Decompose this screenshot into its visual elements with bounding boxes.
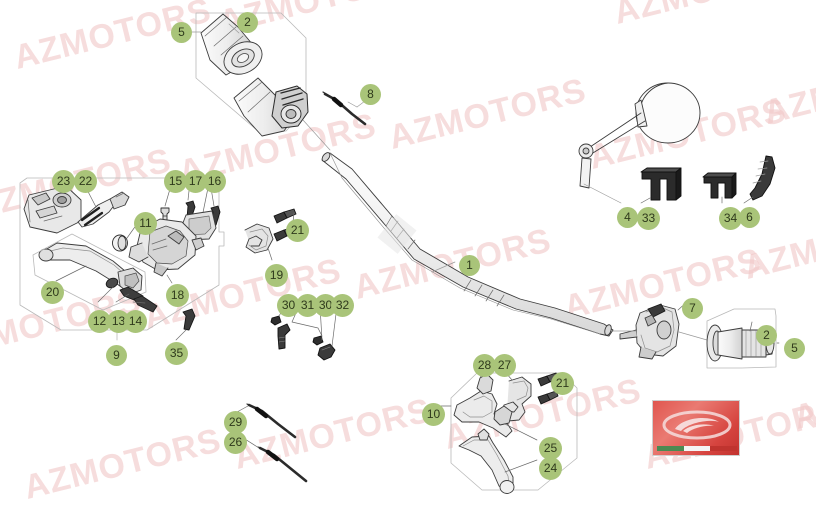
callout-badge-2[interactable]: 2: [237, 12, 258, 33]
leader-lines-left-grip: [191, 23, 331, 151]
callout-badge-23[interactable]: 23: [52, 170, 75, 193]
callout-badge-1[interactable]: 1: [459, 255, 480, 276]
part-1-handlebar: [321, 152, 614, 337]
part-30-b: [312, 335, 324, 346]
callout-badge-20[interactable]: 20: [41, 281, 64, 304]
callout-badge-12[interactable]: 12: [88, 310, 111, 333]
part-25-brake-lever: [453, 373, 513, 438]
part-31: [277, 323, 291, 350]
callout-badge-34[interactable]: 34: [719, 207, 742, 230]
part-14-pin: [133, 295, 158, 313]
callout-badge-5[interactable]: 5: [171, 22, 192, 43]
callout-badge-17[interactable]: 17: [184, 170, 207, 193]
part-4-mirror: [578, 82, 701, 189]
callout-badge-6[interactable]: 6: [739, 207, 760, 228]
part-22-fitting: [77, 191, 130, 228]
part-12-pin: [105, 277, 119, 289]
callout-badge-28[interactable]: 28: [473, 354, 496, 377]
group-outline-right-grip: [706, 308, 777, 369]
callout-badge-27[interactable]: 27: [493, 354, 516, 377]
callout-badge-11[interactable]: 11: [134, 212, 157, 235]
part-30-a: [270, 315, 282, 326]
part-throttle-tube: [233, 77, 309, 137]
brand-logo: [652, 400, 740, 456]
callout-badge-4[interactable]: 4: [617, 207, 638, 228]
callout-badge-16[interactable]: 16: [203, 170, 226, 193]
callout-badge-10[interactable]: 10: [422, 403, 445, 426]
callout-badge-32[interactable]: 32: [331, 294, 354, 317]
callout-badge-33[interactable]: 33: [637, 207, 660, 230]
part-7-right-switch: [619, 303, 680, 360]
callout-badge-19[interactable]: 19: [265, 264, 288, 287]
callout-badge-18[interactable]: 18: [166, 284, 189, 307]
callout-badge-25[interactable]: 25: [539, 437, 562, 460]
part-11-ring: [112, 234, 128, 252]
callout-badge-21[interactable]: 21: [286, 219, 309, 242]
callout-badge-24[interactable]: 24: [539, 457, 562, 480]
callout-badge-26[interactable]: 26: [224, 431, 247, 454]
callout-badge-35[interactable]: 35: [165, 342, 188, 365]
callout-badge-14[interactable]: 14: [124, 310, 147, 333]
part-29-cable: [246, 403, 297, 439]
part-35-screw: [182, 308, 196, 331]
part-left-grip: [200, 13, 263, 76]
part-24-brake-guard: [458, 428, 515, 494]
callout-badge-21b[interactable]: 21: [551, 372, 574, 395]
part-26-cable: [257, 446, 308, 483]
part-19-clamp: [244, 223, 274, 254]
callout-badge-22[interactable]: 22: [74, 170, 97, 193]
part-33-bracket: [640, 167, 682, 201]
callout-badge-5b[interactable]: 5: [784, 338, 805, 359]
callout-badge-30a[interactable]: 30: [277, 294, 300, 317]
callout-badge-29[interactable]: 29: [224, 411, 247, 434]
part-8-cable: [322, 91, 367, 126]
callout-badge-8[interactable]: 8: [360, 84, 381, 105]
logo-swoosh-icon: [662, 410, 732, 440]
callout-badge-7[interactable]: 7: [682, 298, 703, 319]
part-2-right-grip: [706, 324, 775, 362]
callout-badge-2b[interactable]: 2: [756, 325, 777, 346]
callout-badge-31[interactable]: 31: [296, 294, 319, 317]
callout-badge-9[interactable]: 9: [106, 345, 127, 366]
part-6-hook: [749, 155, 776, 201]
part-23-master-cylinder: [23, 185, 82, 234]
callout-badge-15[interactable]: 15: [164, 170, 187, 193]
part-34-bracket: [702, 172, 737, 199]
logo-flag: [657, 446, 738, 451]
part-32: [317, 343, 336, 361]
